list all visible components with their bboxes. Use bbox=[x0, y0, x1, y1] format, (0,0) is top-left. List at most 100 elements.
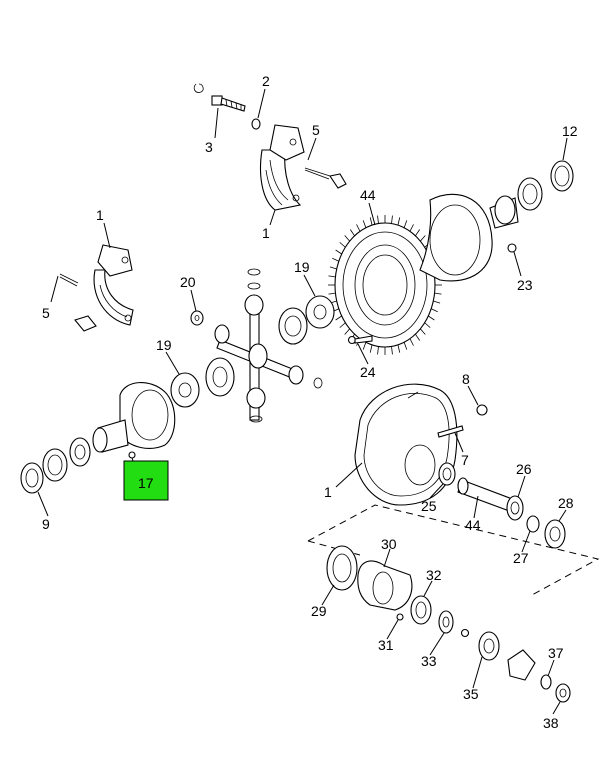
stud-part-7[interactable] bbox=[437, 425, 464, 438]
thrust-washer-part-19-left[interactable] bbox=[170, 372, 200, 408]
bearing-cap-left[interactable] bbox=[93, 244, 134, 326]
bearing-cup-left[interactable] bbox=[42, 448, 68, 482]
pinion-gear-right[interactable] bbox=[288, 365, 323, 389]
ring-gear-tooth bbox=[428, 315, 435, 321]
ring-gear-tooth bbox=[328, 292, 336, 295]
callout-24[interactable]: 24 bbox=[360, 364, 376, 380]
ring-gear-tooth bbox=[431, 308, 438, 313]
cotter-pin-part-5-left[interactable] bbox=[59, 273, 97, 332]
spacer-part-27[interactable] bbox=[526, 515, 540, 533]
ring-gear-tooth bbox=[415, 229, 421, 237]
callout-31[interactable]: 31 bbox=[378, 637, 394, 653]
yoke-flange[interactable] bbox=[507, 649, 536, 681]
callout-33[interactable]: 33 bbox=[421, 653, 437, 669]
ring-gear-tooth bbox=[344, 328, 350, 335]
bearing-cup-part-9[interactable] bbox=[20, 462, 44, 494]
pinion-cage-detail-box bbox=[307, 504, 600, 596]
nut-part-8[interactable] bbox=[476, 404, 488, 416]
callout-38[interactable]: 38 bbox=[543, 715, 559, 731]
callout-32[interactable]: 32 bbox=[426, 567, 442, 583]
callout-1-top[interactable]: 1 bbox=[262, 225, 270, 241]
ring-gear-tooth bbox=[369, 217, 373, 226]
pinion-cage-part-30[interactable] bbox=[357, 560, 413, 611]
bearing-cone-part-33[interactable] bbox=[438, 610, 454, 634]
ring-gear-tooth bbox=[349, 229, 355, 237]
callout-12[interactable]: 12 bbox=[562, 123, 578, 139]
bolt-part-3[interactable] bbox=[211, 95, 246, 112]
ring-gear-tooth bbox=[339, 322, 346, 328]
pinion-gear-left[interactable] bbox=[214, 324, 230, 344]
callout-9[interactable]: 9 bbox=[42, 516, 50, 532]
callout-35[interactable]: 35 bbox=[463, 686, 479, 702]
ring-gear-tooth bbox=[391, 346, 393, 355]
ring-gear-tooth bbox=[433, 300, 441, 304]
callout-19-top[interactable]: 19 bbox=[294, 259, 310, 275]
callout-28[interactable]: 28 bbox=[558, 495, 574, 511]
seal-part-35[interactable] bbox=[478, 631, 500, 661]
callout-8[interactable]: 8 bbox=[462, 371, 470, 387]
callout-20[interactable]: 20 bbox=[180, 274, 196, 290]
callout-1-left[interactable]: 1 bbox=[96, 207, 104, 223]
bolt-part-17[interactable] bbox=[128, 451, 136, 459]
ring-gear-tooth bbox=[377, 346, 379, 355]
callout-25[interactable]: 25 bbox=[421, 498, 437, 514]
callout-44-pinion[interactable]: 44 bbox=[465, 517, 481, 533]
bearing-cup-part-32[interactable] bbox=[410, 595, 432, 625]
callout-labels: 2 3 5 1 12 1 5 44 19 20 23 19 24 8 7 1 2… bbox=[42, 73, 578, 731]
ring-gear-tooth bbox=[397, 344, 401, 353]
ring-gear-tooth bbox=[409, 224, 414, 232]
differential-case-right[interactable] bbox=[419, 177, 543, 282]
callout-17[interactable]: 17 bbox=[138, 475, 154, 491]
callout-27[interactable]: 27 bbox=[513, 550, 529, 566]
callout-19-left[interactable]: 19 bbox=[156, 337, 172, 353]
callout-29[interactable]: 29 bbox=[311, 603, 327, 619]
drive-pinion-part-44[interactable] bbox=[457, 477, 516, 513]
ring-gear-tooth bbox=[415, 333, 421, 341]
bearing-cone-left[interactable] bbox=[69, 437, 91, 467]
callout-23[interactable]: 23 bbox=[517, 277, 533, 293]
cotter-pin-part-5-top[interactable] bbox=[304, 167, 347, 189]
bearing-part-26[interactable] bbox=[506, 495, 524, 521]
callout-44-top[interactable]: 44 bbox=[360, 187, 376, 203]
callout-5-top[interactable]: 5 bbox=[312, 122, 320, 138]
bearing-cup-part-28[interactable] bbox=[544, 519, 566, 549]
thrust-washer-part-20[interactable] bbox=[190, 310, 204, 326]
bearing-cup-part-12[interactable] bbox=[550, 160, 574, 192]
ring-gear-tooth bbox=[377, 215, 379, 224]
ring-gear-tooth bbox=[409, 338, 414, 346]
leader-lines bbox=[37, 88, 568, 715]
ring-gear-tooth bbox=[356, 224, 361, 232]
callout-37[interactable]: 37 bbox=[548, 645, 564, 661]
callout-1-housing[interactable]: 1 bbox=[324, 484, 332, 500]
side-gear-left[interactable] bbox=[205, 357, 235, 397]
callout-7[interactable]: 7 bbox=[461, 452, 469, 468]
callout-30[interactable]: 30 bbox=[381, 536, 397, 552]
washer-part-2[interactable] bbox=[251, 118, 261, 130]
ring-gear-tooth bbox=[403, 342, 408, 350]
ring-gear-tooth bbox=[362, 220, 367, 228]
carrier-housing-part-1[interactable] bbox=[354, 383, 458, 506]
highlighted-callout-17[interactable]: 17 bbox=[123, 457, 169, 501]
thrust-washer-part-19-top[interactable] bbox=[305, 295, 335, 329]
pinion-gear-bottom[interactable] bbox=[246, 387, 266, 423]
bolt-part-31[interactable] bbox=[396, 613, 404, 621]
callout-5-left[interactable]: 5 bbox=[42, 305, 50, 321]
nut-part-38[interactable] bbox=[555, 683, 571, 703]
bearing-cap-top[interactable] bbox=[259, 124, 305, 211]
spacer-small[interactable] bbox=[460, 628, 470, 638]
washer-part-37[interactable] bbox=[540, 674, 552, 690]
bolt-part-24[interactable] bbox=[347, 335, 373, 345]
differential-case-left[interactable] bbox=[92, 382, 176, 453]
shim-part-29[interactable] bbox=[326, 545, 358, 591]
ring-gear-part-44[interactable] bbox=[328, 215, 442, 355]
callout-3[interactable]: 3 bbox=[205, 139, 213, 155]
bolt-part-23[interactable] bbox=[507, 243, 517, 253]
ring-gear-tooth bbox=[403, 220, 408, 228]
pinion-gear-top[interactable] bbox=[244, 268, 264, 316]
side-gear-right[interactable] bbox=[278, 307, 308, 345]
seal-part-25[interactable] bbox=[438, 462, 456, 486]
ring-gear-tooth bbox=[339, 242, 346, 248]
callout-2[interactable]: 2 bbox=[262, 73, 270, 89]
callout-26[interactable]: 26 bbox=[516, 461, 532, 477]
